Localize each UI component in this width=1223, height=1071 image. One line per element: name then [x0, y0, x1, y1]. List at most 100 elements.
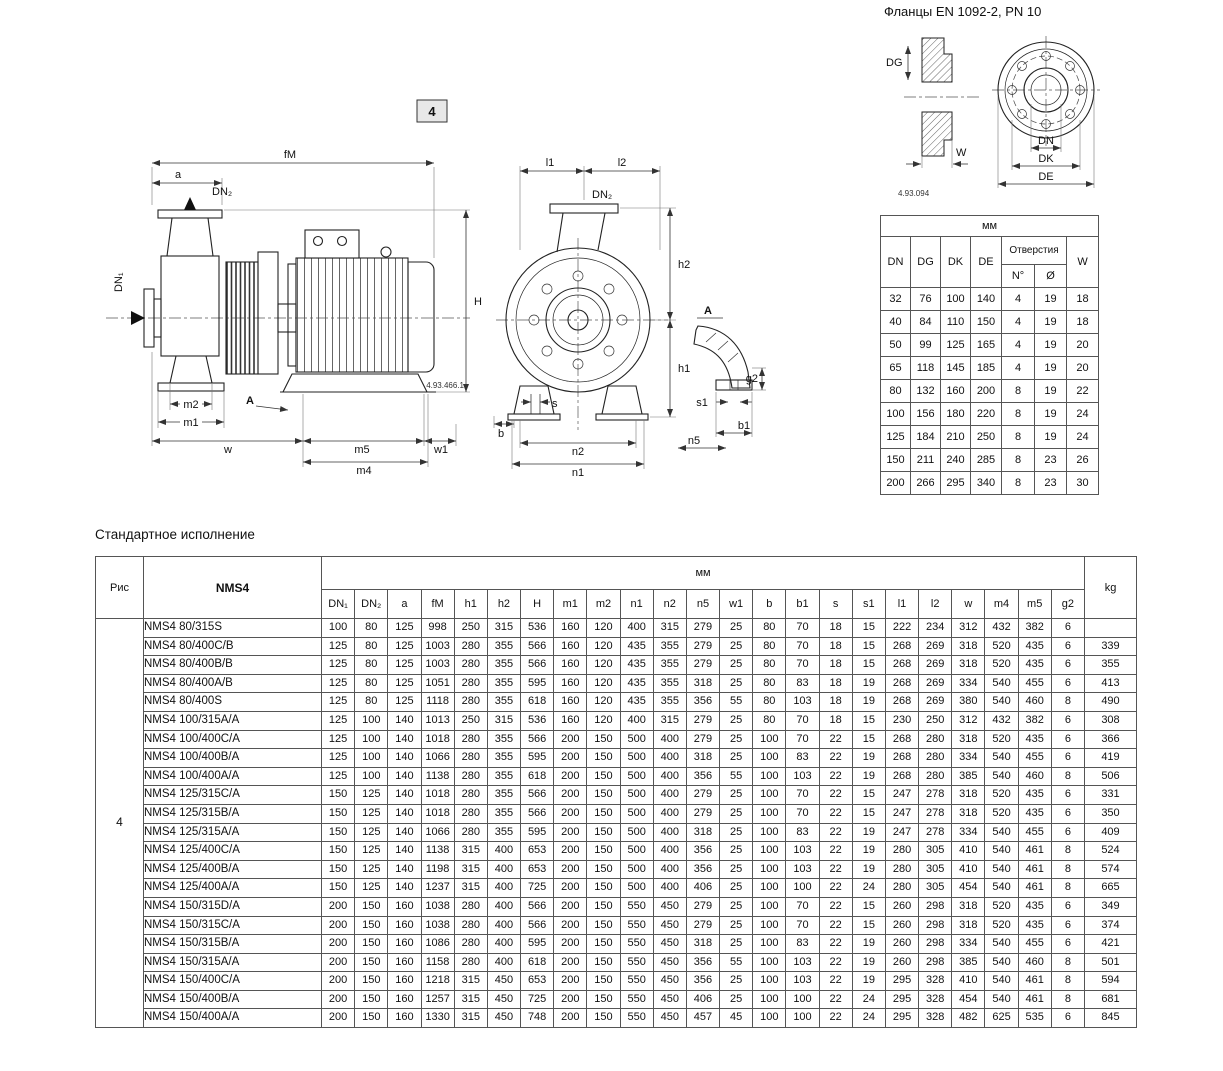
pump-model: NMS4 150/315C/A: [143, 915, 322, 936]
dim-value: 200: [320, 1008, 356, 1029]
flange-col-de: DE: [970, 236, 1002, 288]
dim-value: 8: [1050, 841, 1086, 861]
dim-value: 500: [619, 766, 654, 787]
flange-col-holes-diameter: Ø: [1034, 264, 1067, 288]
dim-value: 103: [785, 859, 820, 880]
main-col-weight: kg: [1084, 556, 1137, 619]
dim-value: 435: [619, 636, 654, 657]
dim-value: 80: [752, 636, 787, 657]
dim-value: 460: [1017, 952, 1052, 973]
dim-value: 1013: [420, 710, 455, 731]
dim-value: 400: [486, 896, 522, 917]
dim-value: 15: [851, 636, 886, 657]
dim-value: 278: [918, 785, 953, 805]
dim-value: 100: [354, 729, 389, 750]
dim-value: 100: [752, 971, 787, 991]
flange-dim-value: 150: [970, 310, 1002, 334]
dim-value: 595: [520, 673, 555, 694]
dim-value: 200: [553, 803, 588, 824]
dim-value: 22: [818, 748, 853, 768]
dim-value: 355: [486, 636, 522, 657]
dim-label-w1: w1: [433, 444, 448, 456]
dim-value: 540: [984, 822, 1019, 843]
dim-value: 250: [918, 710, 953, 731]
dim-value: 460: [1017, 766, 1052, 787]
dim-value: 150: [586, 729, 621, 750]
dim-label-b1: b1: [738, 420, 750, 432]
dim-value: 83: [785, 673, 820, 694]
flange-dim-value: 24: [1065, 425, 1100, 449]
dim-value: 1257: [420, 989, 455, 1010]
dim-value: 70: [785, 618, 820, 638]
dim-value: 100: [752, 878, 787, 898]
dim-column-header: w: [951, 589, 986, 619]
dim-column-header: s: [818, 589, 853, 619]
dim-value: 1066: [420, 822, 455, 843]
dim-value: 550: [619, 915, 654, 936]
dim-label-n2: n2: [572, 446, 584, 458]
dim-value: 280: [884, 878, 920, 898]
dim-value: 125: [387, 673, 422, 694]
dim-value: 410: [951, 971, 986, 991]
dim-value: 382: [1017, 618, 1052, 638]
dim-value: 160: [387, 915, 422, 936]
dim-column-header: m4: [984, 589, 1019, 619]
dim-value: 400: [486, 915, 522, 936]
dim-value: 540: [984, 859, 1019, 880]
dim-value: 500: [619, 729, 654, 750]
dim-value: 200: [553, 896, 588, 917]
dim-value: 125: [320, 748, 356, 768]
weight-value: 419: [1084, 748, 1137, 768]
dim-value: 280: [453, 636, 488, 657]
dim-value: 100: [752, 766, 787, 787]
dim-column-header: w1: [719, 589, 754, 619]
dim-value: 356: [685, 952, 721, 973]
flange-dim-value: 19: [1034, 379, 1067, 403]
weight-value: 665: [1084, 878, 1137, 898]
dim-value: 120: [586, 618, 621, 638]
section-a-detail-drawing: A g2 s1 b1 n5: [678, 305, 766, 451]
dim-value: 140: [387, 878, 422, 898]
dim-value: 328: [918, 1008, 953, 1029]
dim-value: 1330: [420, 1008, 455, 1029]
dim-value: 278: [918, 803, 953, 824]
dim-value: 355: [486, 655, 522, 675]
dim-value: 355: [486, 748, 522, 768]
dim-value: 454: [951, 878, 986, 898]
dim-value: 125: [354, 803, 389, 824]
dim-value: 247: [884, 785, 920, 805]
dim-label-b: b: [498, 428, 504, 440]
flange-dim-value: 180: [940, 402, 971, 426]
pump-model: NMS4 125/315C/A: [143, 785, 322, 805]
dim-value: 103: [785, 766, 820, 787]
weight-value: 506: [1084, 766, 1137, 787]
main-unit-header: мм: [321, 556, 1085, 590]
dim-value: 355: [652, 636, 687, 657]
flange-dim-value: 210: [940, 425, 971, 449]
dim-value: 280: [918, 748, 953, 768]
flange-dim-value: 285: [970, 448, 1002, 472]
dim-value: 19: [851, 692, 886, 712]
dim-value: 83: [785, 748, 820, 768]
flange-dim-value: 30: [1065, 471, 1100, 495]
dim-value: 100: [320, 618, 356, 638]
dim-value: 540: [984, 878, 1019, 898]
dim-value: 305: [918, 859, 953, 880]
dim-value: 19: [851, 748, 886, 768]
dim-value: 328: [918, 989, 953, 1010]
dim-value: 328: [918, 971, 953, 991]
flange-dim-value: 20: [1065, 333, 1100, 357]
dim-value: 22: [818, 915, 853, 936]
dim-value: 150: [586, 841, 621, 861]
dim-value: 400: [652, 822, 687, 843]
dim-value: 22: [818, 989, 853, 1010]
dim-value: 500: [619, 748, 654, 768]
